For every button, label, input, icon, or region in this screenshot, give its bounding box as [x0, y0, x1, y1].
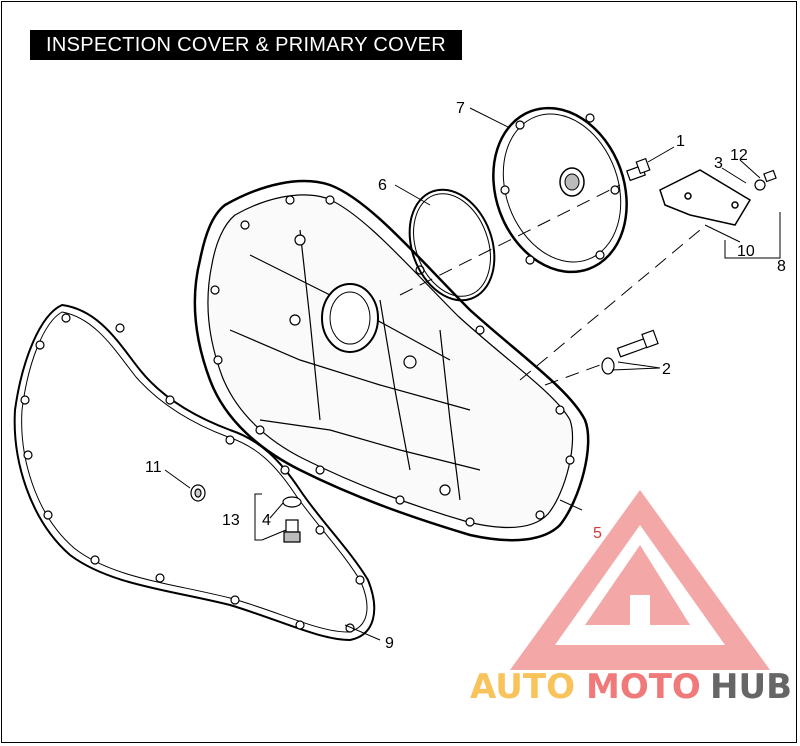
logo-inner-mark [585, 545, 690, 625]
primary-cover-bolt [601, 329, 659, 375]
leader-lines [164, 107, 781, 641]
inspection-cover-screw [626, 157, 651, 182]
callout-12: 12 [730, 147, 748, 164]
inspection-cover-o-ring [408, 188, 496, 302]
inspection-cover [492, 106, 628, 274]
drain-plug [282, 496, 302, 543]
gasket-bolt-holes [20, 313, 365, 633]
callout-13: 13 [222, 512, 240, 529]
callout-6: 6 [378, 177, 387, 194]
callout-8: 8 [777, 258, 786, 275]
callout-1: 1 [676, 133, 685, 150]
diagram-title: INSPECTION COVER & PRIMARY COVER [30, 30, 463, 60]
callout-11: 11 [145, 459, 162, 476]
primary-cover [193, 179, 590, 542]
callout-9: 9 [385, 635, 394, 652]
callout-4: 4 [262, 512, 271, 529]
watermark-part2: MOTO [586, 667, 701, 707]
callout-10: 10 [737, 243, 755, 260]
watermark-part1: AUTO [470, 667, 575, 707]
cable-bracket [659, 169, 752, 226]
callout-5: 5 [593, 525, 602, 542]
callout-7: 7 [456, 100, 465, 117]
bracket-screw [754, 169, 777, 191]
callout-3: 3 [714, 155, 723, 172]
callout-2: 2 [662, 361, 671, 378]
primary-cover-gasket [13, 303, 376, 642]
watermark-part3: HUB [710, 667, 792, 707]
assembly-center-lines [399, 184, 701, 386]
watermark-wordmark: AUTO MOTO HUB [470, 667, 792, 707]
cover-bushing [190, 484, 206, 502]
watermark-logo [510, 490, 770, 670]
